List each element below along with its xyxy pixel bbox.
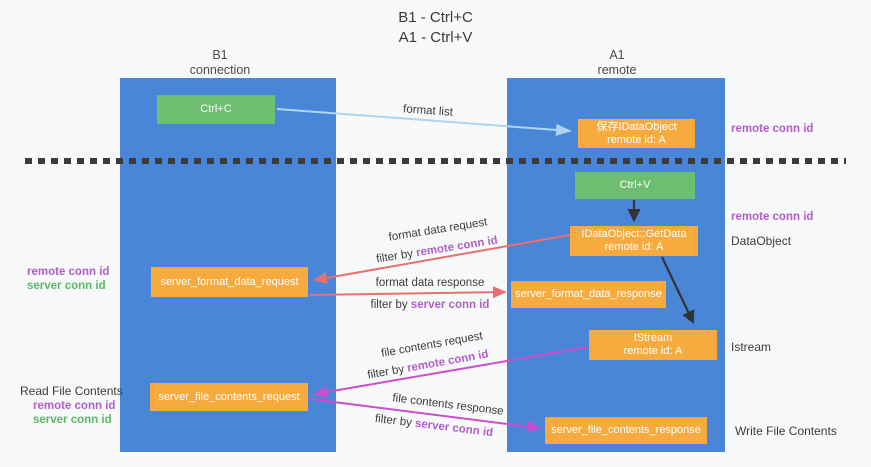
filter-key-server-conn-id: server conn id — [410, 299, 490, 311]
title-line-1: B1 - Ctrl+C — [398, 9, 473, 26]
node-server-format-data-response: server_format_data_response — [511, 281, 666, 308]
node-server-file-contents-response-label: server_file_contents_response — [551, 424, 701, 436]
node-server-format-data-response-label: server_format_data_response — [515, 288, 662, 300]
title-line-2: A1 - Ctrl+V — [398, 29, 473, 46]
lane-a1-name: A1 — [609, 48, 625, 62]
node-ctrl-c-label: Ctrl+C — [200, 103, 232, 115]
node-idataobject-getdata-line2: remote id: A — [604, 241, 664, 253]
lane-a1-role: remote — [597, 63, 637, 77]
node-server-file-contents-request: server_file_contents_request — [150, 383, 308, 411]
msg-file-contents-response-filter: filter by server conn id — [374, 413, 493, 439]
msg-file-contents-response: file contents response — [391, 392, 505, 418]
filter-key-server-conn-id: server conn id — [414, 417, 494, 440]
lane-header-b1: B1 connection — [112, 48, 328, 78]
diagram-title: B1 - Ctrl+C A1 - Ctrl+V — [0, 8, 871, 48]
annotation-dataobject: DataObject — [731, 234, 792, 248]
annotation-left-bottom-server-conn-id: server conn id — [33, 414, 112, 426]
annotation-left-bottom-remote-conn-id: remote conn id — [33, 400, 116, 412]
node-save-idataobject-line2: remote id: A — [607, 133, 666, 146]
node-istream: IStream remote id: A — [589, 330, 717, 360]
annotation-write-file-contents: Write File Contents — [735, 424, 837, 438]
annotation-remote-conn-id-top: remote conn id — [731, 123, 814, 135]
node-ctrl-v: Ctrl+V — [575, 172, 695, 199]
node-save-idataobject-line1: 保存IDataObject — [596, 120, 677, 133]
annotation-remote-conn-id-mid: remote conn id — [731, 211, 814, 223]
filter-prefix: filter by — [366, 362, 409, 382]
node-server-format-data-request-label: server_format_data_request — [160, 275, 299, 288]
annotation-left-remote-conn-id: remote conn id — [27, 266, 110, 278]
annotation-left-server-conn-id: server conn id — [27, 280, 106, 292]
annotation-istream: Istream — [731, 340, 772, 354]
node-ctrl-c: Ctrl+C — [157, 95, 275, 124]
msg-format-list: format list — [402, 103, 454, 119]
annotation-read-file-contents: Read File Contents — [20, 384, 123, 398]
node-idataobject-getdata: IDataObject::GetData remote id: A — [570, 226, 698, 256]
node-server-file-contents-response: server_file_contents_response — [545, 417, 707, 444]
lane-header-a1: A1 remote — [509, 48, 725, 78]
node-server-file-contents-request-label: server_file_contents_request — [158, 390, 300, 403]
filter-prefix: filter by — [374, 412, 416, 430]
lane-b1-role: connection — [189, 63, 251, 77]
node-idataobject-getdata-line1: IDataObject::GetData — [581, 228, 687, 240]
filter-prefix: filter by — [370, 299, 411, 311]
node-save-idataobject: 保存IDataObject remote id: A — [578, 119, 695, 148]
msg-format-data-response: format data response — [375, 277, 485, 289]
node-server-format-data-request: server_format_data_request — [151, 267, 308, 297]
node-istream-line1: IStream — [633, 332, 673, 344]
node-istream-line2: remote id: A — [623, 345, 683, 357]
msg-format-data-response-filter: filter by server conn id — [371, 299, 490, 311]
filter-key-remote-conn-id: remote conn id — [415, 234, 499, 260]
filter-prefix: filter by — [375, 247, 418, 266]
lane-b1-name: B1 — [212, 48, 228, 62]
format-data-response-arrow — [309, 286, 507, 299]
node-ctrl-v-label: Ctrl+V — [619, 179, 651, 191]
